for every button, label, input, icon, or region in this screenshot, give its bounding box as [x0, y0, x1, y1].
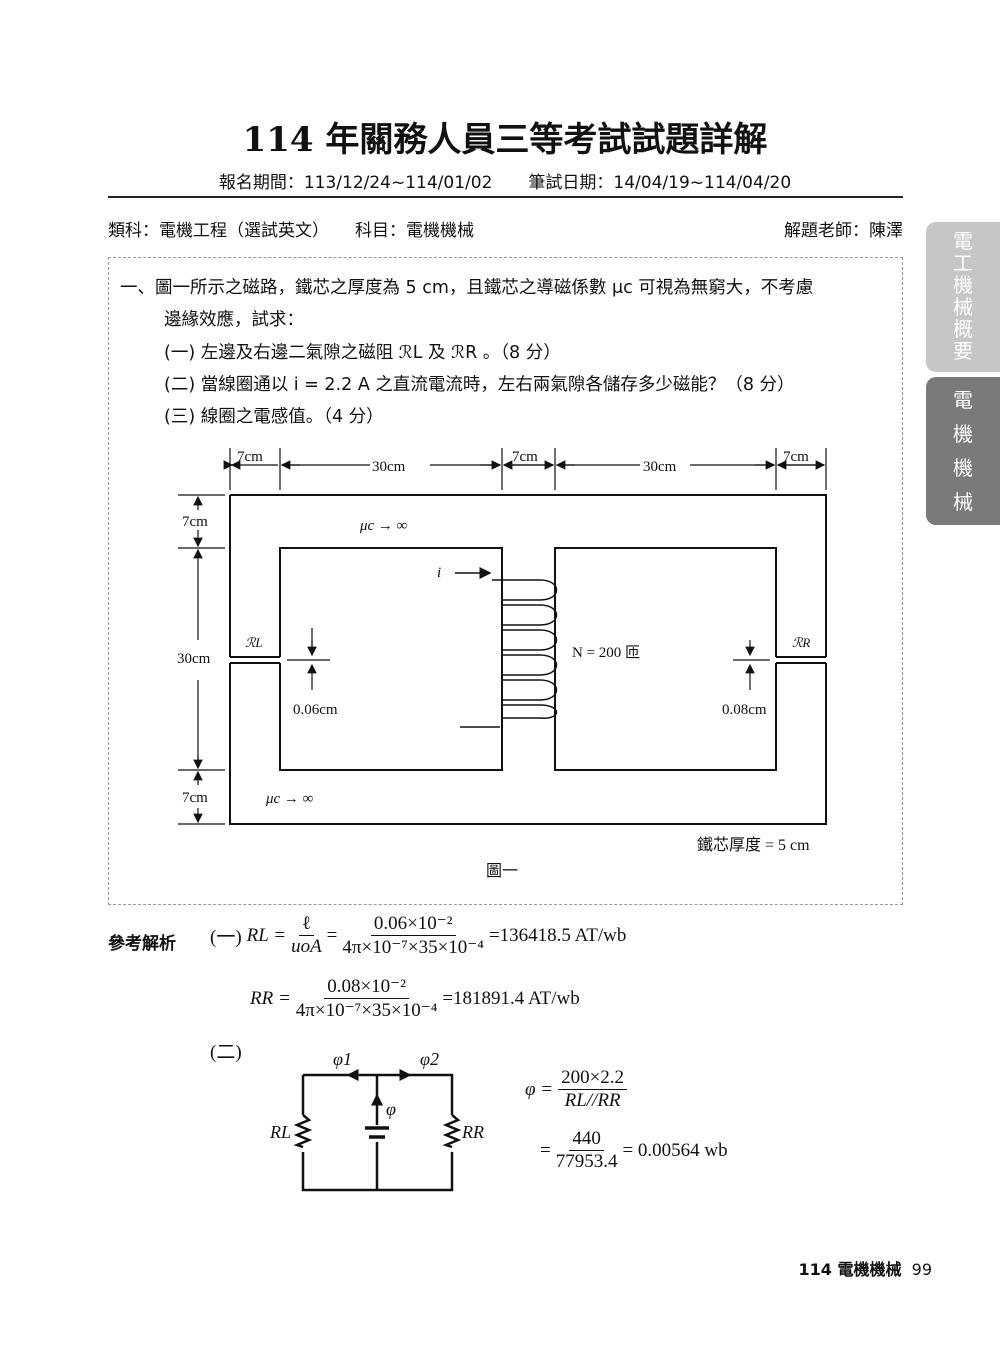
gap-left-reluctance: ℛL [245, 635, 263, 650]
tab-char: 電 [953, 388, 973, 412]
phi2-label: φ2 [420, 1049, 439, 1069]
left-gap [230, 656, 280, 664]
footer-label: 114 電機機械 [798, 1260, 902, 1279]
left-window [279, 547, 503, 771]
mu-bottom-label: μc → ∞ [265, 791, 314, 807]
right-window [554, 547, 777, 771]
figure-caption: 圖一 [486, 863, 518, 880]
phi-label: φ [386, 1099, 396, 1119]
rr-label: RR [461, 1122, 484, 1142]
dim-label: 7cm [182, 514, 208, 530]
left-dimensions [178, 494, 225, 825]
core-thickness: 鐵芯厚度 = 5 cm [697, 835, 810, 854]
page-number: 99 [911, 1260, 932, 1279]
rr-lhs: RR = [250, 987, 291, 1009]
question-part-2: (二) 當線圈通以 i = 2.2 A 之直流電流時，左右兩氣隙各儲存多少磁能？… [164, 375, 795, 395]
tab-char: 機 [953, 456, 973, 480]
tab-char: 機 [953, 273, 973, 297]
side-tab-electrical-overview[interactable]: 電工機械概要 [926, 222, 1000, 372]
exam-date: 筆試日期：14/04/19~114/04/20 [528, 173, 792, 193]
exam-dates: 報名期間：113/12/24~114/01/02 筆試日期：14/04/19~11… [0, 168, 1000, 193]
resistor-rl [293, 1114, 313, 1149]
magnetic-circuit-figure: 7cm 30cm 7cm 30cm 7cm 7cm 30cm 7cm μc → … [177, 448, 827, 880]
question-part-3: (三) 線圈之電感值。（4 分） [164, 407, 384, 427]
mu-top-label: μc → ∞ [359, 518, 408, 534]
tab-char: 要 [953, 339, 973, 363]
teacher: 解題老師：陳澤 [784, 221, 903, 241]
denominator: uoA [291, 936, 322, 957]
equivalent-circuit: φ1 φ2 φ RL RR [269, 1049, 484, 1192]
question-part-1: (一) 左邊及右邊二氣隙之磁阻 ℛL 及 ℛR 。（8 分） [164, 343, 561, 363]
subject: 科目：電機機械 [355, 221, 474, 241]
denominator: RL//RR [564, 1090, 621, 1111]
phi1-label: φ1 [333, 1049, 352, 1069]
numerator: 200×2.2 [558, 1067, 628, 1090]
tab-char: 械 [953, 490, 973, 514]
dim-label: 30cm [177, 651, 211, 667]
core-outline [229, 494, 827, 825]
tab-char: 工 [953, 251, 973, 275]
question-line-2: 邊緣效應，試求： [164, 310, 304, 330]
gap-right-reluctance: ℛR [792, 635, 810, 650]
dim-label: 7cm [237, 449, 263, 465]
top-dimensions [230, 448, 827, 490]
denominator: 4π×10⁻⁷×35×10⁻⁴ [342, 937, 484, 958]
dim-label: 30cm [372, 459, 406, 475]
rl-label: RL [269, 1122, 291, 1142]
dim-label: 7cm [783, 449, 809, 465]
turns-label: N = 200 匝 [572, 645, 640, 661]
tab-char: 概 [953, 317, 973, 341]
rl-lhs: RL = [246, 924, 287, 946]
denominator: 77953.4 [555, 1151, 618, 1172]
page-footer: 114 電機機械 99 [798, 1256, 932, 1280]
tab-char: 電 [953, 229, 973, 253]
question-box [108, 257, 903, 905]
exam-meta: 類科：電機工程（選試英文） 科目：電機機械 [108, 216, 500, 241]
equals: = [540, 1139, 551, 1161]
equals: = [326, 924, 338, 946]
numerator: 440 [569, 1128, 604, 1151]
side-tab-electric-machinery[interactable]: 電機機械 [926, 377, 1000, 525]
resistor-rr [442, 1114, 462, 1149]
numerator: 0.06×10⁻² [370, 912, 456, 936]
category: 類科：電機工程（選試英文） [108, 221, 329, 241]
divider [108, 196, 903, 198]
phi-result: = 0.00564 wb [622, 1139, 728, 1161]
registration-period: 報名期間：113/12/24~114/01/02 [218, 173, 493, 193]
current-label: i [437, 565, 441, 581]
gap-right-length: 0.08cm [722, 702, 767, 718]
phi-lhs: φ = [525, 1078, 554, 1100]
denominator: 4π×10⁻⁷×35×10⁻⁴ [295, 1000, 438, 1021]
rr-result: =181891.4 AT/wb [442, 987, 580, 1009]
dim-label: 7cm [182, 790, 208, 806]
tab-char: 械 [953, 295, 973, 319]
rl-result: =136418.5 AT/wb [488, 924, 627, 946]
numerator: 0.08×10⁻² [324, 975, 409, 999]
dim-label: 7cm [512, 449, 538, 465]
gap-left-length: 0.06cm [293, 702, 338, 718]
page-title: 114 年關務人員三等考試試題詳解 [242, 120, 768, 160]
question-line-1: 一、圖一所示之磁路，鐵芯之厚度為 5 cm，且鐵芯之導磁係數 μc 可視為無窮大… [120, 278, 814, 298]
solution-label: 參考解析 [108, 934, 176, 954]
tab-char: 機 [953, 422, 973, 446]
gap-markers [287, 628, 770, 690]
numerator: ℓ [298, 913, 314, 936]
part-label: (二) [210, 1042, 242, 1063]
right-gap [776, 656, 826, 664]
coil [455, 567, 558, 728]
mmf-source [365, 1126, 389, 1139]
dim-label: 30cm [643, 459, 677, 475]
part-label: (一) [210, 927, 242, 948]
